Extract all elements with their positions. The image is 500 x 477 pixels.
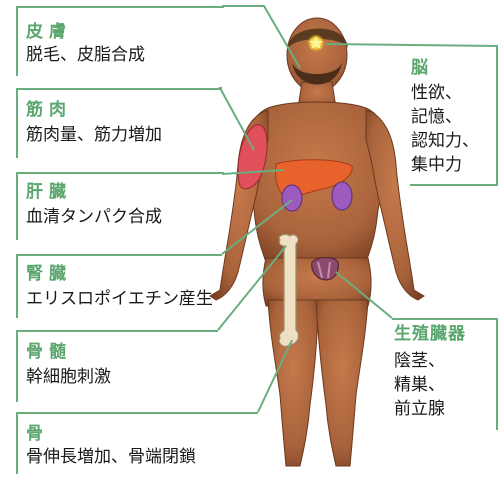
genital-label-top-line — [392, 318, 498, 320]
genital-label-bar — [496, 318, 498, 430]
marrow-title: 骨髄 — [26, 342, 72, 362]
muscle-label-bar — [16, 88, 18, 158]
brain-line-3: 認知力、 — [411, 130, 479, 152]
skin-title: 皮膚 — [26, 22, 72, 42]
brain-title: 脳 — [411, 58, 434, 78]
body-silhouette — [210, 18, 424, 466]
brain-label-bar — [496, 46, 498, 184]
kidney-title: 腎臓 — [26, 264, 72, 284]
kidney-label-bar — [16, 254, 18, 318]
liver-label-top-line — [16, 172, 224, 174]
kidney-left-organ — [282, 185, 302, 211]
brain-line-4: 集中力 — [411, 154, 462, 176]
bone-label-bar — [16, 412, 18, 474]
kidney-label-top-line — [16, 254, 222, 256]
muscle-label-top-line — [16, 88, 222, 90]
liver-title: 肝臓 — [26, 182, 72, 202]
bone-desc: 骨伸長増加、骨端閉鎖 — [26, 446, 196, 468]
muscle-desc: 筋肉量、筋力増加 — [26, 124, 162, 146]
liver-label-bar — [16, 172, 18, 240]
marrow-label-top-line — [16, 330, 218, 332]
kidney-desc: エリスロポイエチン産生 — [26, 288, 213, 310]
marrow-desc: 幹細胞刺激 — [26, 366, 111, 388]
skin-label-bar — [16, 6, 18, 76]
brain-line-1: 性欲、 — [411, 82, 462, 104]
muscle-title: 筋肉 — [26, 100, 72, 120]
genital-line-3: 前立腺 — [394, 398, 445, 420]
brain-line-2: 記憶、 — [411, 106, 462, 128]
bone-label-top-line — [16, 412, 258, 414]
kidney-right-organ — [332, 182, 352, 210]
skin-desc: 脱毛、皮脂合成 — [26, 44, 145, 66]
bone-title: 骨 — [26, 424, 49, 444]
marrow-label-bar — [16, 330, 18, 402]
genital-title: 生殖臓器 — [394, 324, 466, 344]
skin-label-top-line — [16, 6, 224, 8]
liver-desc: 血清タンパク合成 — [26, 206, 162, 228]
genital-line-2: 精巣、 — [394, 374, 445, 396]
brain-label-bottom-line — [410, 184, 498, 186]
genital-line-1: 陰茎、 — [394, 350, 445, 372]
